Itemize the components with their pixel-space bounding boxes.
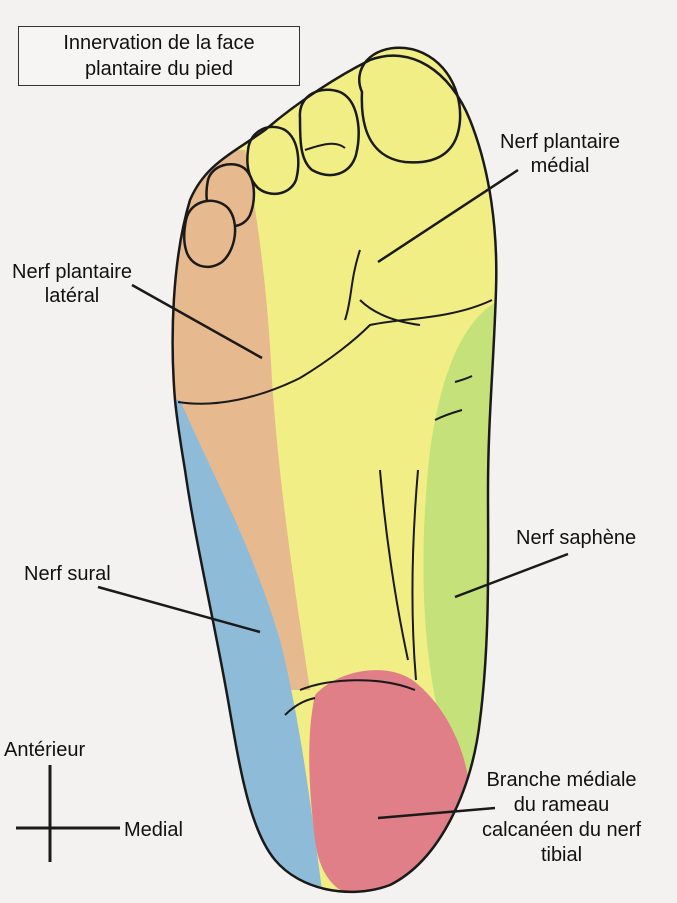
leader-sural	[97, 585, 261, 634]
zone-calcaneal	[309, 670, 470, 892]
foot-outline	[171, 54, 498, 894]
zone-saphenous	[423, 290, 497, 780]
sole-creases	[177, 142, 493, 716]
label-saphenous: Nerf saphène	[516, 527, 637, 549]
label-calcaneal: Branche médiale du rameau calcanéen du n…	[482, 769, 642, 866]
label-lateral-plantar: Nerf plantaire latéral	[12, 261, 133, 307]
title-line-2: plantaire du pied	[85, 58, 233, 80]
diagram-title: Innervation de la face plantaire du pied	[18, 26, 300, 86]
fifth-toe	[182, 199, 237, 269]
toes	[182, 46, 462, 269]
leader-medial-plantar	[377, 168, 519, 264]
label-medial: Medial	[124, 819, 183, 841]
label-medial-plantar: Nerf plantaire médial	[500, 131, 621, 177]
second-toe	[298, 88, 360, 177]
label-anterior: Antérieur	[4, 739, 86, 761]
label-sural: Nerf sural	[24, 563, 111, 585]
orientation-cross	[16, 765, 120, 862]
big-toe	[358, 46, 462, 164]
title-line-1: Innervation de la face	[63, 32, 255, 54]
leader-calcaneal	[377, 806, 496, 820]
leader-lateral-plantar	[131, 283, 263, 360]
leader-saphenous	[454, 552, 569, 599]
leader-lines	[97, 168, 569, 820]
